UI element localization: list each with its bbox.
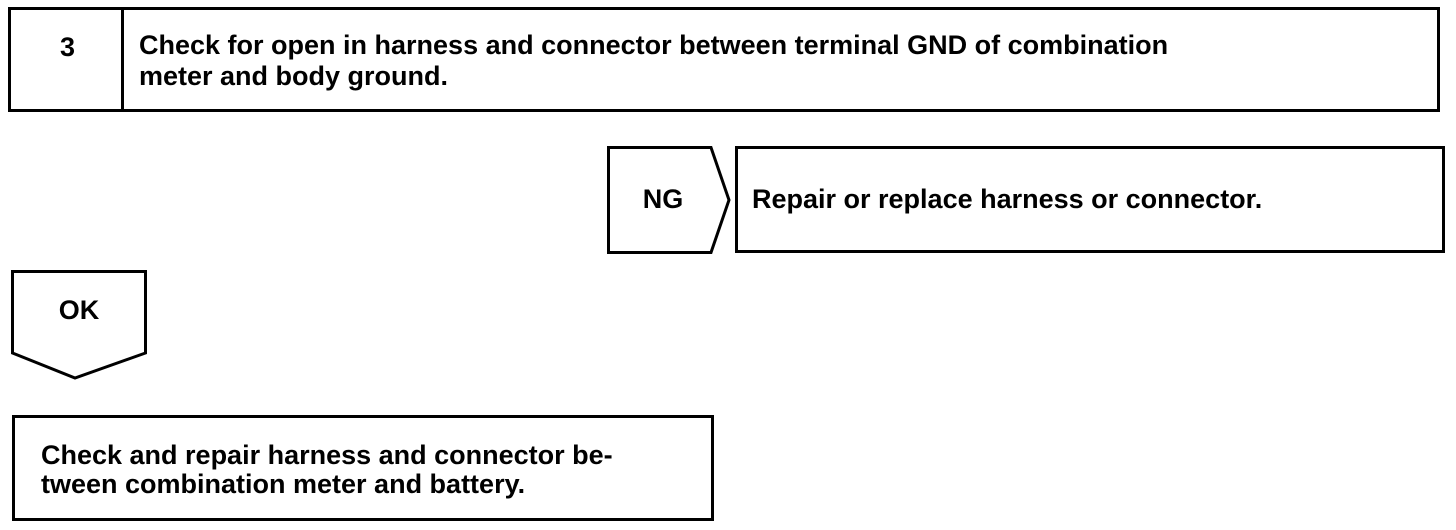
ok-label: OK <box>58 295 100 325</box>
ng-arrow-icon <box>607 146 731 254</box>
step-title-line-1: Check for open in harness and connector … <box>139 30 1169 60</box>
ok-result-line-1: Check and repair harness and connector b… <box>41 440 613 470</box>
ok-result-line-2: tween combination meter and battery. <box>41 469 526 499</box>
step-title: Check for open in harness and connector … <box>139 30 1421 92</box>
ng-result-box: Repair or replace harness or connector. <box>735 146 1445 253</box>
ng-result-text: Repair or replace harness or connector. <box>752 184 1263 214</box>
step-number-cell: 3 <box>11 10 124 109</box>
ok-result-box: Check and repair harness and connector b… <box>12 415 714 521</box>
ok-result-text: Check and repair harness and connector b… <box>41 441 613 499</box>
step-number: 3 <box>59 32 76 62</box>
ng-label: NG <box>642 184 684 214</box>
step-title-line-2: meter and body ground. <box>139 61 449 91</box>
step-box: 3 Check for open in harness and connecto… <box>8 7 1440 112</box>
ok-arrow-icon <box>11 270 147 380</box>
